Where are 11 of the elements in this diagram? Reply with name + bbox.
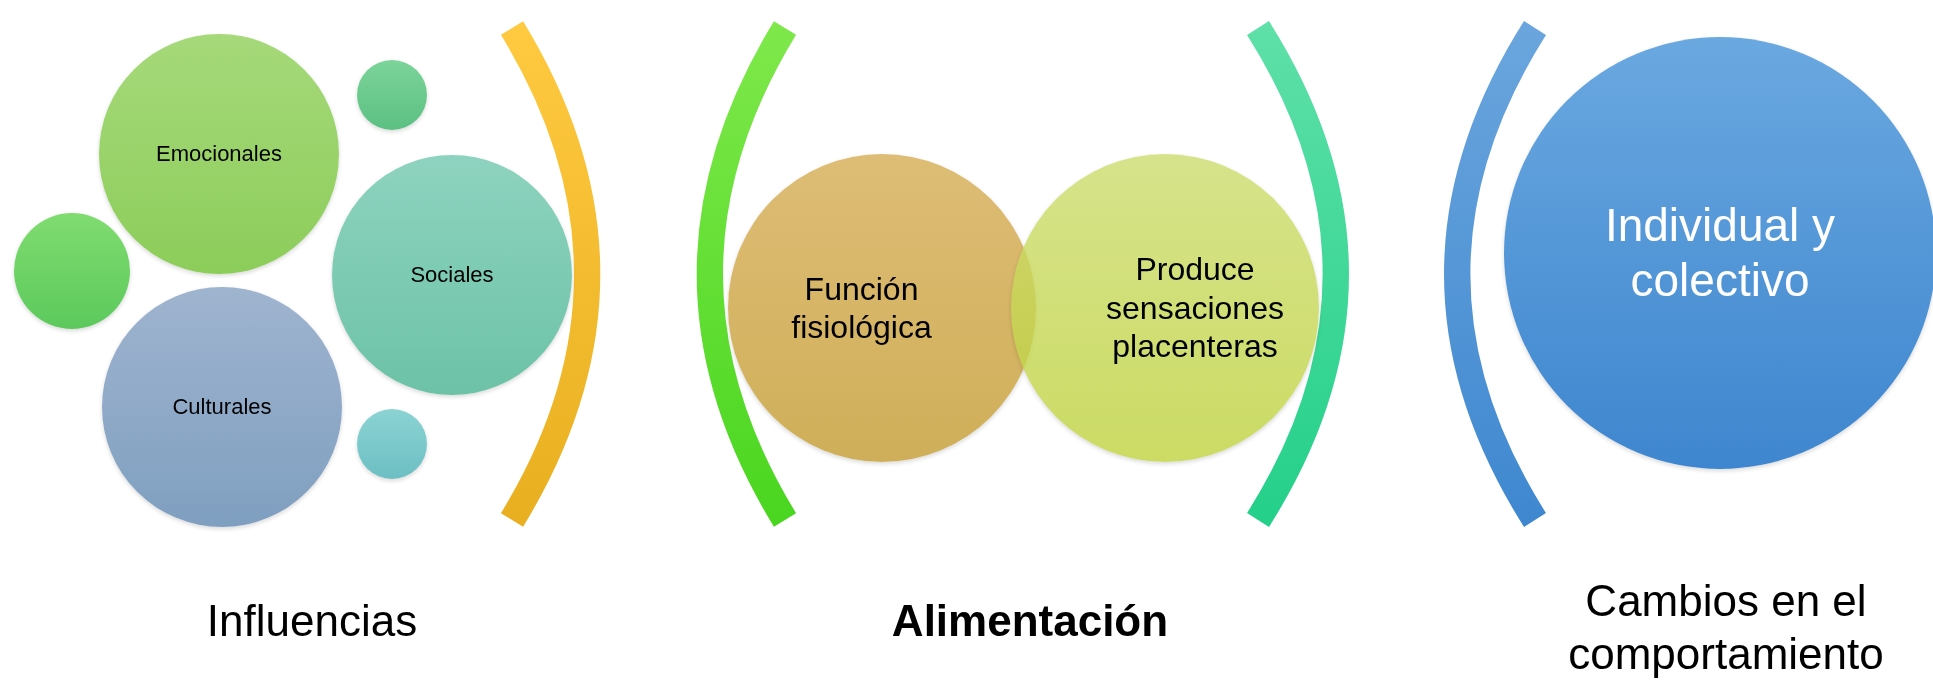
circle-label: Culturales — [172, 393, 272, 421]
section-label: Influencias — [205, 595, 419, 647]
circle-label: Función fisiológica — [790, 269, 933, 347]
bubble — [357, 409, 427, 479]
circle-label: Produce sensaciones placenteras — [1105, 250, 1285, 366]
circle-label: Sociales — [410, 261, 494, 289]
section-label: Alimentación — [890, 595, 1170, 647]
circle-label: Individual y colectivo — [1603, 197, 1837, 308]
section-label: Cambios en el comportamiento — [1567, 575, 1885, 680]
circle-label: Emocionales — [156, 140, 282, 168]
bubble — [357, 60, 427, 130]
